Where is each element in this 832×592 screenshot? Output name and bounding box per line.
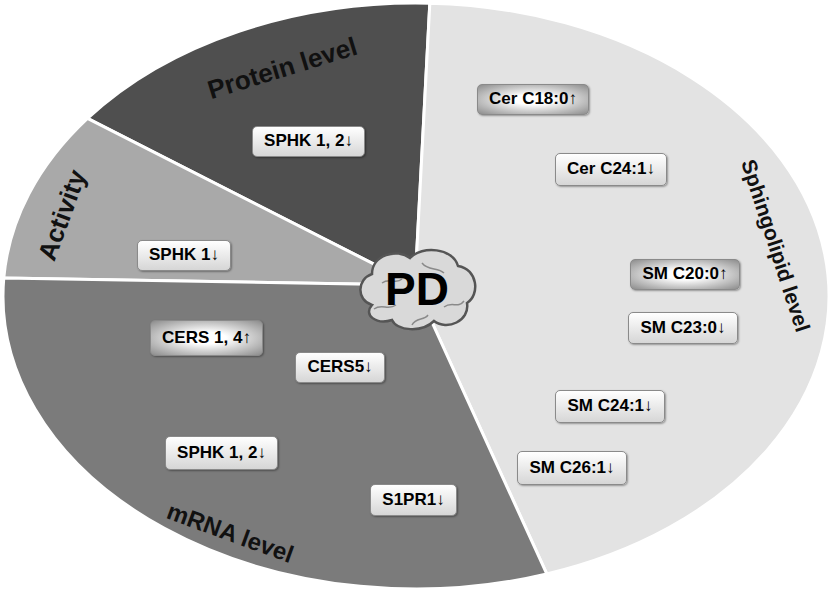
finding-text: SM C24:1↓	[567, 396, 652, 416]
increase-box: Cer C18:0↑	[477, 84, 589, 115]
center-label: PD	[385, 266, 449, 312]
finding-text: Cer C18:0↑	[489, 89, 577, 109]
finding-text: SPHK 1, 2↓	[264, 131, 353, 151]
increase-box: SM C20:0↑	[630, 259, 740, 290]
brain-node: PD	[352, 243, 482, 335]
increase-box: CERS 1, 4↑	[150, 320, 263, 356]
decrease-box: Cer C24:1↓	[555, 153, 667, 186]
finding-text: SM C20:0↑	[642, 264, 727, 284]
finding-text: S1PR1↓	[382, 490, 444, 510]
brain-sulcus	[412, 315, 428, 325]
brain-shape	[360, 250, 475, 329]
finding-text: SPHK 1↓	[149, 245, 219, 265]
finding-text: Cer C24:1↓	[567, 159, 655, 179]
sector-wedge	[3, 278, 547, 589]
finding-text: SPHK 1, 2↓	[177, 443, 266, 463]
decrease-box: SPHK 1, 2↓	[252, 126, 365, 157]
sector-wedge	[4, 118, 415, 285]
decrease-box: SPHK 1↓	[137, 240, 231, 271]
finding-text: CERS 1, 4↑	[162, 328, 251, 348]
decrease-box: CERS5↓	[295, 352, 385, 383]
decrease-box: S1PR1↓	[370, 484, 457, 516]
finding-text: SM C23:0↓	[640, 318, 725, 338]
decrease-box: SM C24:1↓	[555, 390, 665, 423]
finding-text: CERS5↓	[307, 357, 372, 377]
decrease-box: SM C23:0↓	[628, 312, 738, 344]
decrease-box: SM C26:1↓	[517, 451, 627, 485]
finding-text: SM C26:1↓	[529, 458, 614, 478]
decrease-box: SPHK 1, 2↓	[165, 436, 278, 470]
